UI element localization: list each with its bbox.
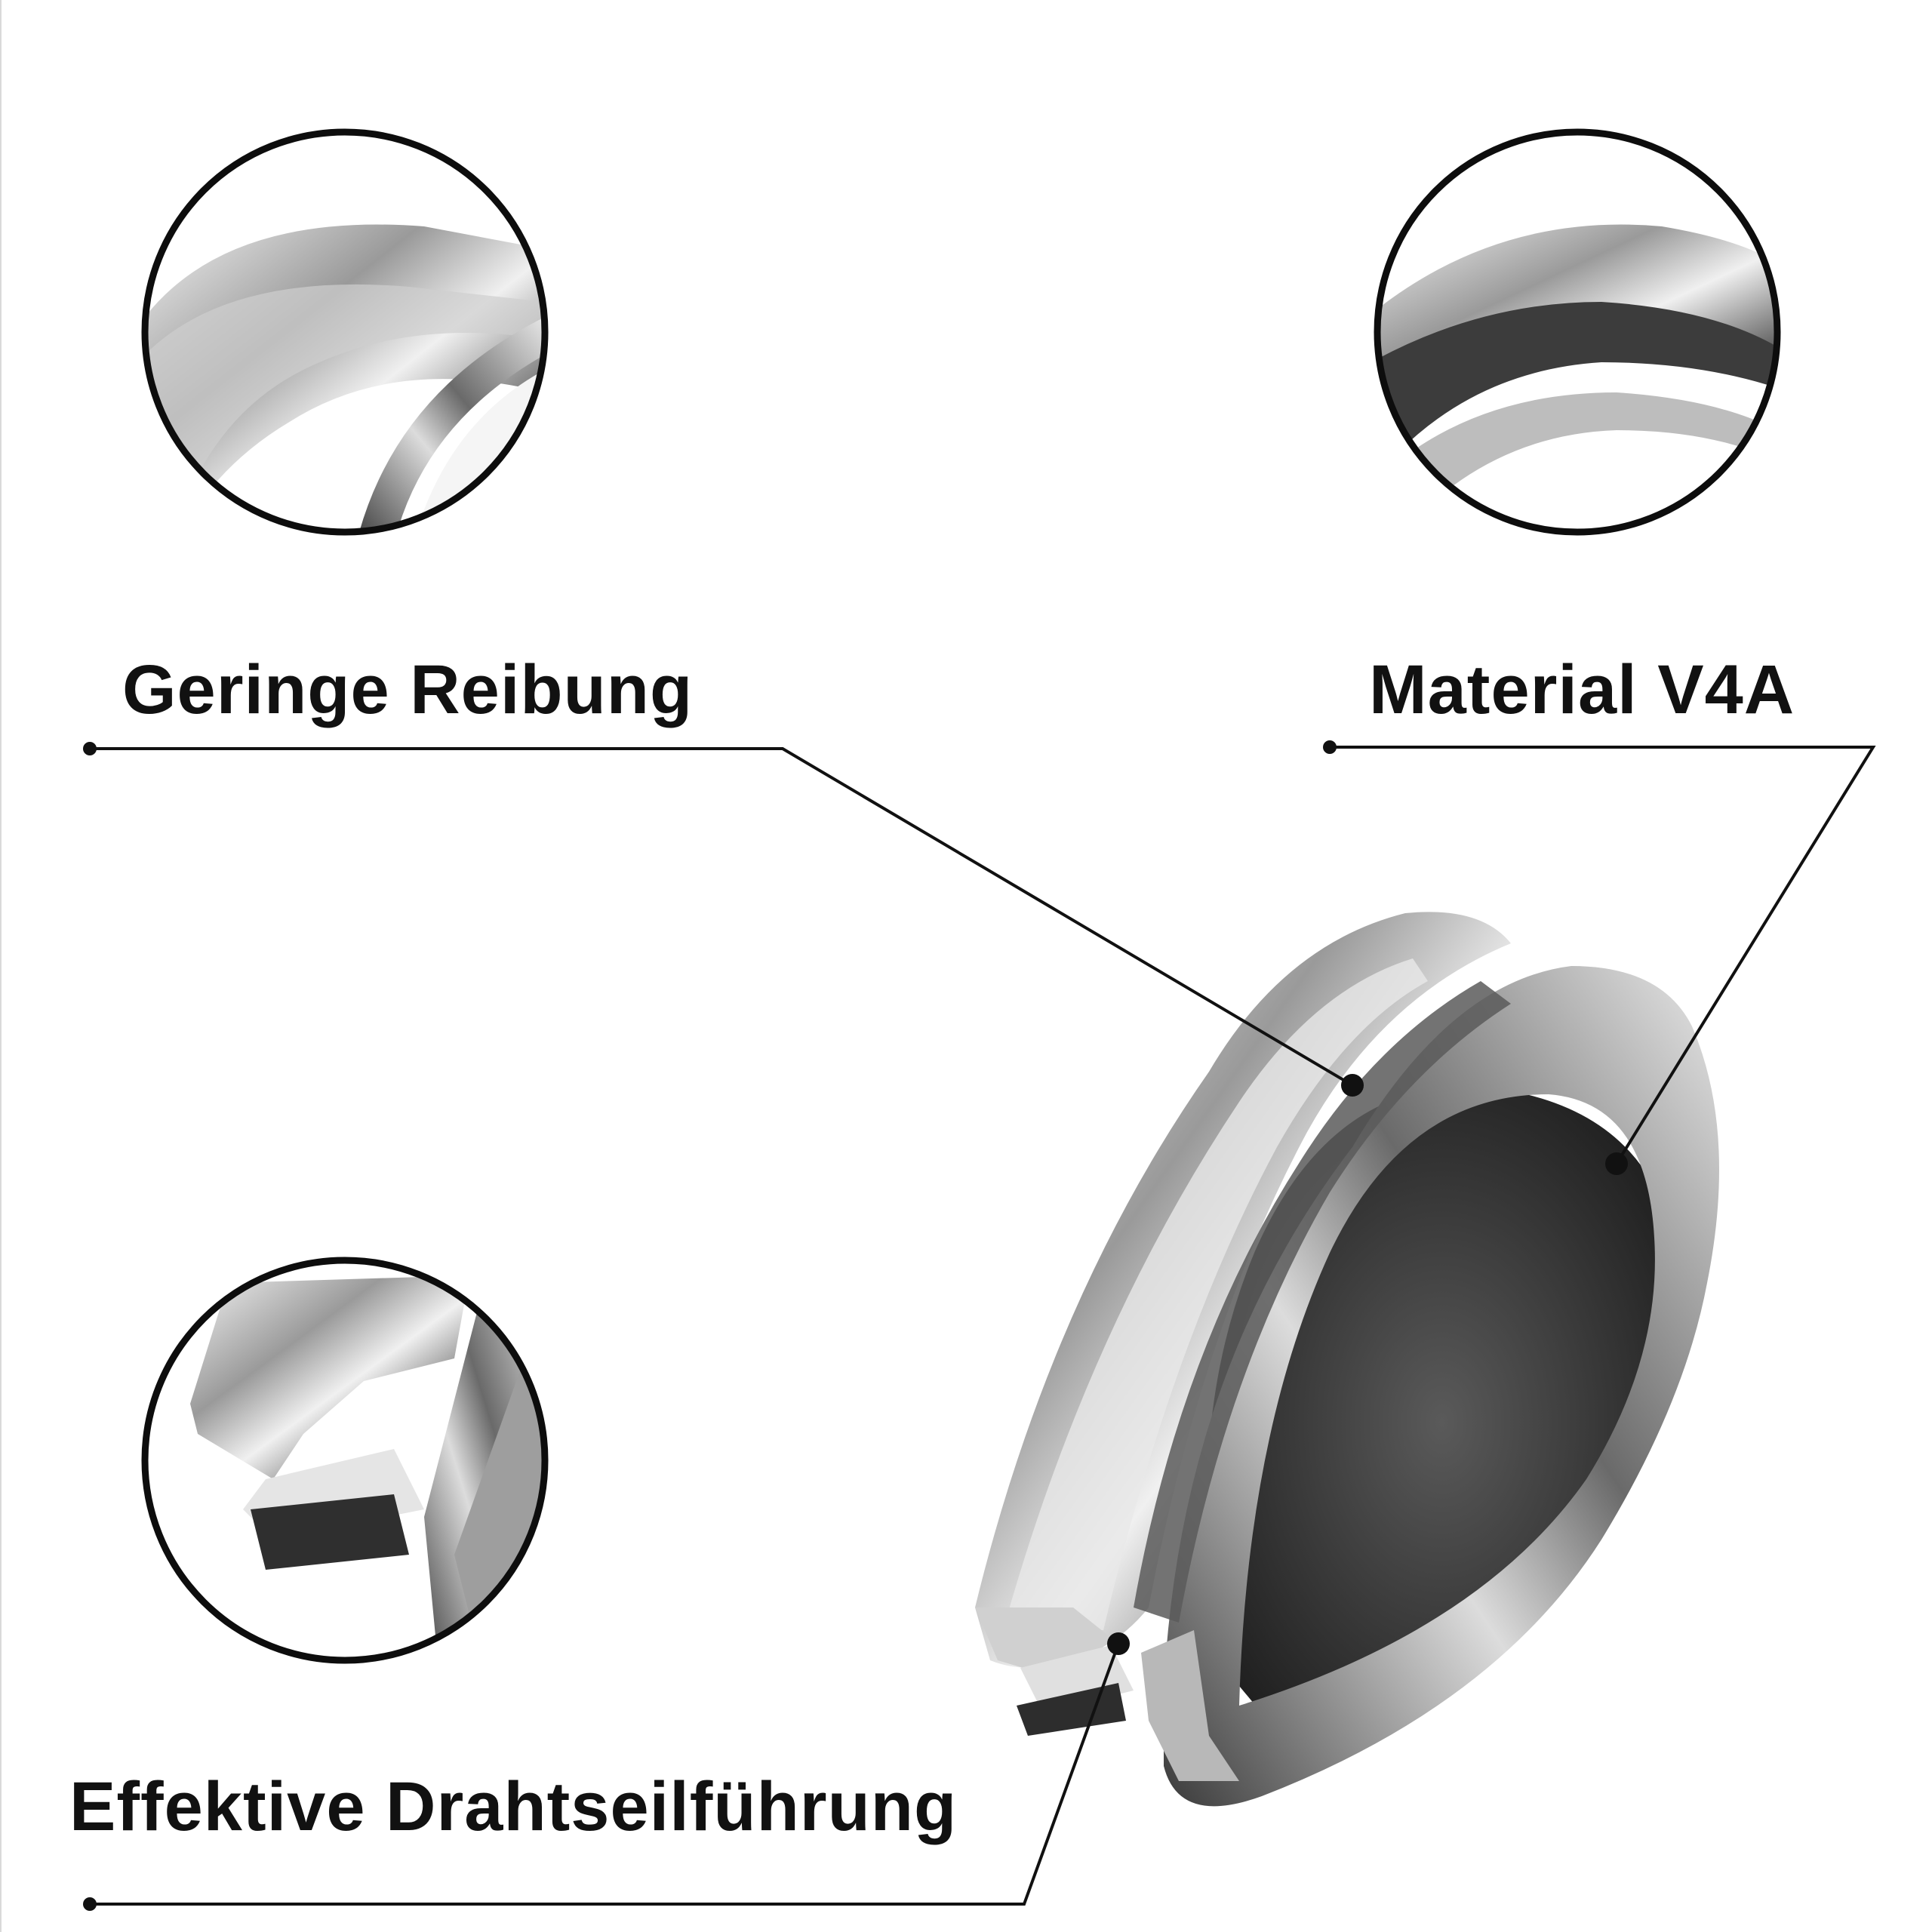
callout-line-material [1323, 740, 1876, 1175]
zoom-circle-bottom-left [141, 1257, 549, 1664]
callout-label-material: Material V4A [1369, 651, 1795, 728]
callout-line-friction [83, 742, 1364, 1097]
callout-label-friction: Geringe Reibung [122, 651, 694, 728]
callout-label-guide: Effektive Drahtseilführung [69, 1768, 958, 1845]
zoom-circle-top-left [141, 128, 549, 536]
callout-line-guide [83, 1632, 1130, 1911]
thimble-product [975, 912, 1719, 1807]
zoom-circle-top-right [1374, 128, 1781, 536]
